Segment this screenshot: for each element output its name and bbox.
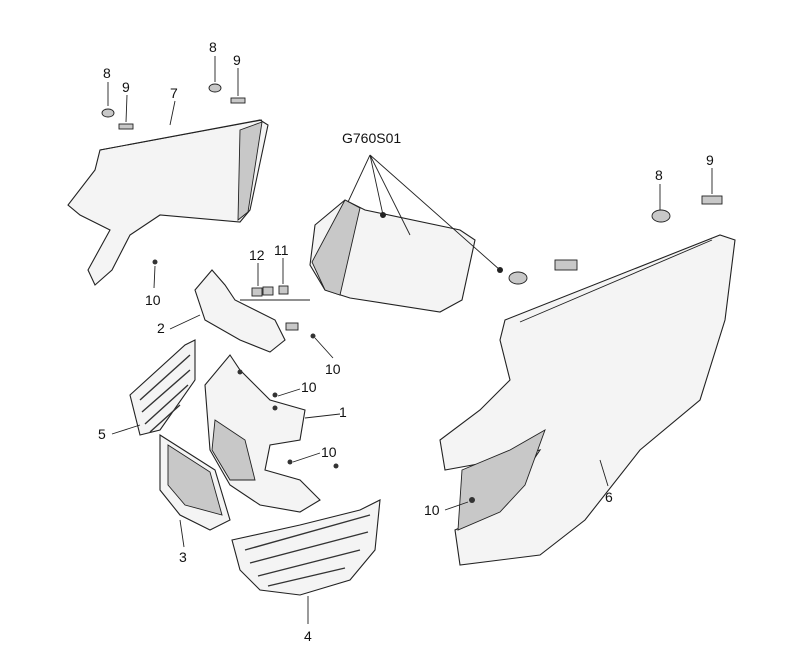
callout-9: 9 bbox=[122, 79, 130, 95]
callout-9: 9 bbox=[706, 152, 714, 168]
callout-11: 11 bbox=[274, 242, 289, 258]
part-4-front-grille bbox=[231, 499, 381, 596]
parts-11-12-screws bbox=[251, 285, 299, 331]
part-8-knob-right bbox=[508, 209, 671, 285]
callout-9: 9 bbox=[233, 52, 241, 68]
part-10-fasteners bbox=[152, 259, 475, 503]
headlight-unit bbox=[309, 199, 476, 313]
callout-8: 8 bbox=[655, 167, 663, 183]
part-8-knob-top-left bbox=[101, 83, 222, 118]
callout-3: 3 bbox=[179, 549, 187, 565]
callout-6: 6 bbox=[605, 489, 613, 505]
part-9-clip-right bbox=[554, 195, 723, 271]
callout-4: 4 bbox=[304, 628, 312, 644]
leader-lines bbox=[107, 56, 713, 624]
part-1-front-shield bbox=[204, 354, 321, 513]
callout-10: 10 bbox=[301, 379, 317, 395]
callout-12: 12 bbox=[249, 247, 265, 263]
ref-leader-lines bbox=[347, 154, 503, 273]
callout-2: 2 bbox=[157, 320, 165, 336]
callout-10: 10 bbox=[325, 361, 341, 377]
callout-10: 10 bbox=[321, 444, 337, 460]
callout-10: 10 bbox=[145, 292, 161, 308]
callout-labels: G760S01 8 9 7 8 9 8 9 12 11 10 2 10 10 1… bbox=[98, 39, 714, 644]
callout-7: 7 bbox=[170, 85, 178, 101]
part-2-bracket bbox=[194, 269, 310, 353]
part-9-clip-top-left bbox=[118, 97, 246, 130]
callout-8: 8 bbox=[103, 65, 111, 81]
callout-8: 8 bbox=[209, 39, 217, 55]
ref-code-label: G760S01 bbox=[342, 130, 401, 146]
callout-5: 5 bbox=[98, 426, 106, 442]
part-5-side-grille bbox=[129, 339, 196, 436]
part-6-large-side-panel bbox=[439, 234, 736, 566]
part-3-lower-grille bbox=[159, 433, 231, 531]
callout-1: 1 bbox=[339, 404, 347, 420]
callout-10: 10 bbox=[424, 502, 440, 518]
part-7-upper-side-panel bbox=[67, 119, 269, 286]
